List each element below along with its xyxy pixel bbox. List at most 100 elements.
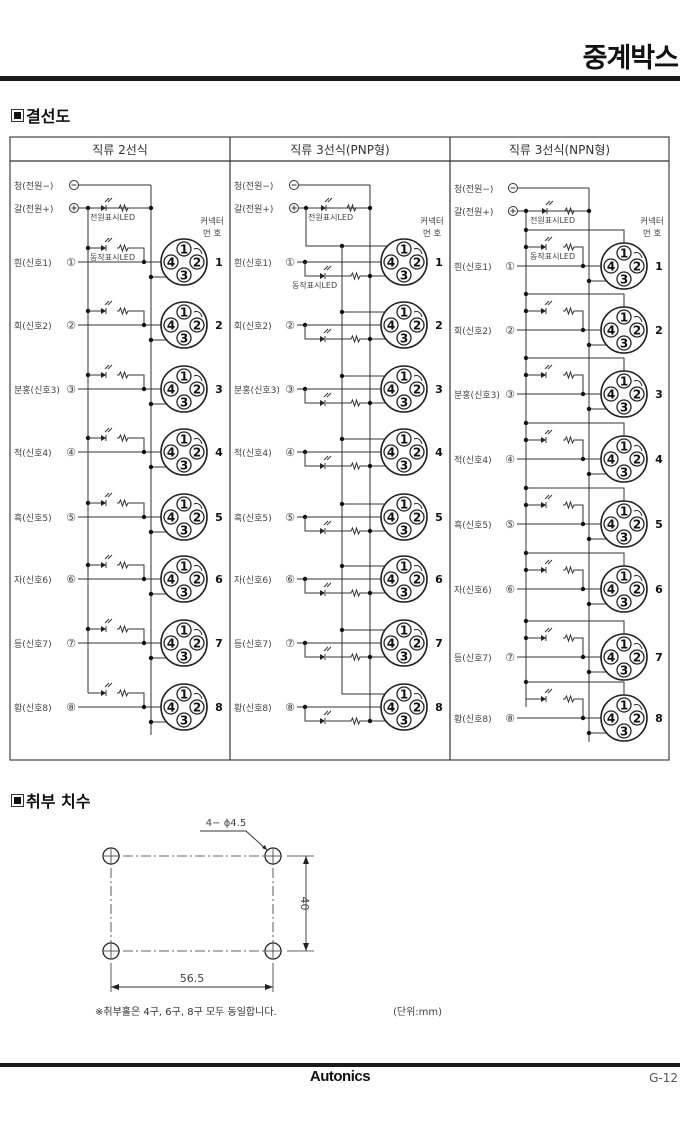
junction-dot: [367, 400, 373, 406]
connector-pin-number: 4: [167, 511, 175, 525]
connector-key-icon: [633, 380, 643, 387]
junction-dot: [148, 655, 154, 661]
connector-body: [160, 619, 208, 667]
connector-key-icon: [193, 375, 203, 382]
led-triangle: [320, 590, 325, 596]
power-wire-label: 갈(전원+): [14, 204, 53, 215]
wire: [130, 310, 145, 325]
connector-pin-number: 3: [400, 524, 408, 538]
connector-header-label: 커넥터: [420, 216, 443, 227]
action-led-label: 동작표시LED: [90, 252, 135, 262]
led-arrow: [544, 559, 550, 565]
led-arrow: [107, 554, 113, 560]
led-icon: [101, 364, 113, 378]
connector-pin-number: 1: [620, 311, 628, 325]
connector-pin-number: 4: [167, 319, 175, 333]
connector-pin: [396, 686, 412, 702]
junction-dot: [141, 704, 147, 710]
signal-terminal: ②: [285, 319, 295, 332]
connector-number: 1: [215, 256, 223, 269]
connector-header-label: 번 호: [203, 229, 222, 239]
wire: [304, 389, 320, 404]
junction-dot: [141, 259, 147, 265]
connector-number: 2: [435, 319, 443, 332]
connector-body: [600, 500, 648, 548]
connector-pin: [629, 258, 645, 274]
connector-key-icon: [413, 438, 423, 445]
junction-dot: [148, 529, 154, 535]
connector-body: [160, 683, 208, 731]
connector-pin-number: 2: [193, 256, 201, 270]
connector-pin: [176, 522, 192, 538]
connector-key-icon: [193, 693, 203, 700]
resistor-icon: [349, 271, 362, 281]
led-arrow: [323, 455, 329, 461]
connector-pin: [616, 636, 632, 652]
wire: [576, 439, 584, 459]
wire: [130, 374, 145, 389]
led-arrow: [324, 197, 330, 203]
connector-pin: [396, 648, 412, 664]
connector-body: [600, 694, 648, 742]
resistor-icon: [117, 306, 130, 316]
action-led-label: 동작표시LED: [292, 280, 337, 290]
led-triangle: [101, 308, 106, 314]
connector-pin-number: 2: [413, 511, 421, 525]
connector-pin-number: 3: [620, 273, 628, 287]
connector-pin: [603, 710, 619, 726]
led-arrow: [104, 237, 110, 243]
signal-terminal: ①: [505, 260, 515, 273]
unit-label: (단위:mm): [393, 1005, 442, 1018]
resistor-icon: [563, 500, 576, 510]
connector-pin-number: 4: [607, 453, 615, 467]
connector-pin: [189, 444, 205, 460]
connector-pin-number: 3: [180, 459, 188, 473]
wire: [130, 502, 145, 517]
connector-number: 1: [435, 256, 443, 269]
mounting-section-title: 취부 치수: [26, 792, 91, 811]
connector-body: [380, 683, 428, 731]
connector-pin: [163, 444, 179, 460]
junction-dot: [339, 436, 345, 442]
connector-pin-number: 2: [633, 388, 641, 402]
connector-pin-number: 4: [387, 383, 395, 397]
wire: [526, 681, 625, 699]
led-icon: [320, 328, 332, 342]
connector-pin: [629, 516, 645, 532]
wire: [526, 620, 625, 638]
connector-pin-number: 4: [167, 573, 175, 587]
resistor-icon: [117, 688, 130, 698]
wire: [130, 247, 145, 262]
resistor-icon: [345, 203, 358, 213]
connector-pin: [176, 686, 192, 702]
signal-label: 등(신호7): [14, 639, 52, 650]
led-arrow: [547, 300, 553, 306]
connector-pin-number: 3: [180, 396, 188, 410]
connector-pin-number: 2: [193, 573, 201, 587]
led-triangle: [541, 437, 546, 443]
connector-pin-number: 1: [620, 699, 628, 713]
resistor-icon: [349, 652, 362, 662]
signal-label: 적(신호4): [454, 454, 492, 466]
resistor-icon: [349, 588, 362, 598]
connector-pin: [163, 635, 179, 651]
led-icon: [321, 197, 333, 211]
leader-arrowhead-icon: [262, 845, 267, 850]
led-triangle: [541, 635, 546, 641]
led-icon: [541, 300, 553, 314]
connector-key-icon: [633, 643, 643, 650]
connector-key-icon: [633, 252, 643, 259]
led-icon: [101, 427, 113, 441]
wire: [130, 437, 145, 452]
led-arrow: [327, 197, 333, 203]
connector-key-icon: [633, 316, 643, 323]
led-icon: [541, 236, 553, 250]
resistor-icon: [563, 435, 576, 445]
signal-terminal: ③: [66, 383, 76, 396]
